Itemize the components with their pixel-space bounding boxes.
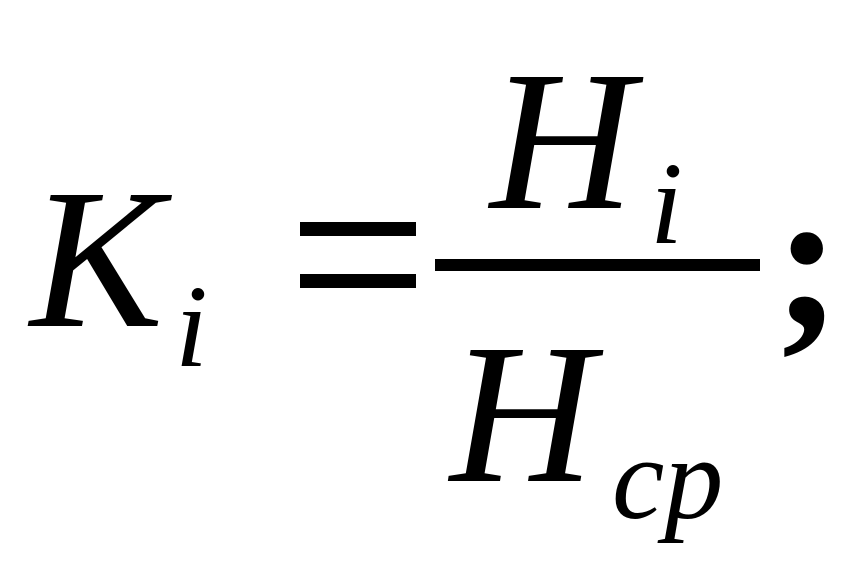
equals-bar-bottom [300, 274, 416, 288]
semicolon: ; [774, 149, 841, 370]
lhs-subscript: i [175, 261, 208, 392]
equals-sign [300, 222, 416, 290]
fraction-bar [435, 259, 760, 271]
equals-bar-top [300, 222, 416, 236]
numerator-symbol: H [490, 31, 635, 252]
numerator-subscript: i [650, 138, 683, 269]
denominator-symbol: H [450, 304, 595, 525]
lhs-symbol: K [30, 149, 164, 370]
denominator-subscript: cp [612, 413, 724, 544]
